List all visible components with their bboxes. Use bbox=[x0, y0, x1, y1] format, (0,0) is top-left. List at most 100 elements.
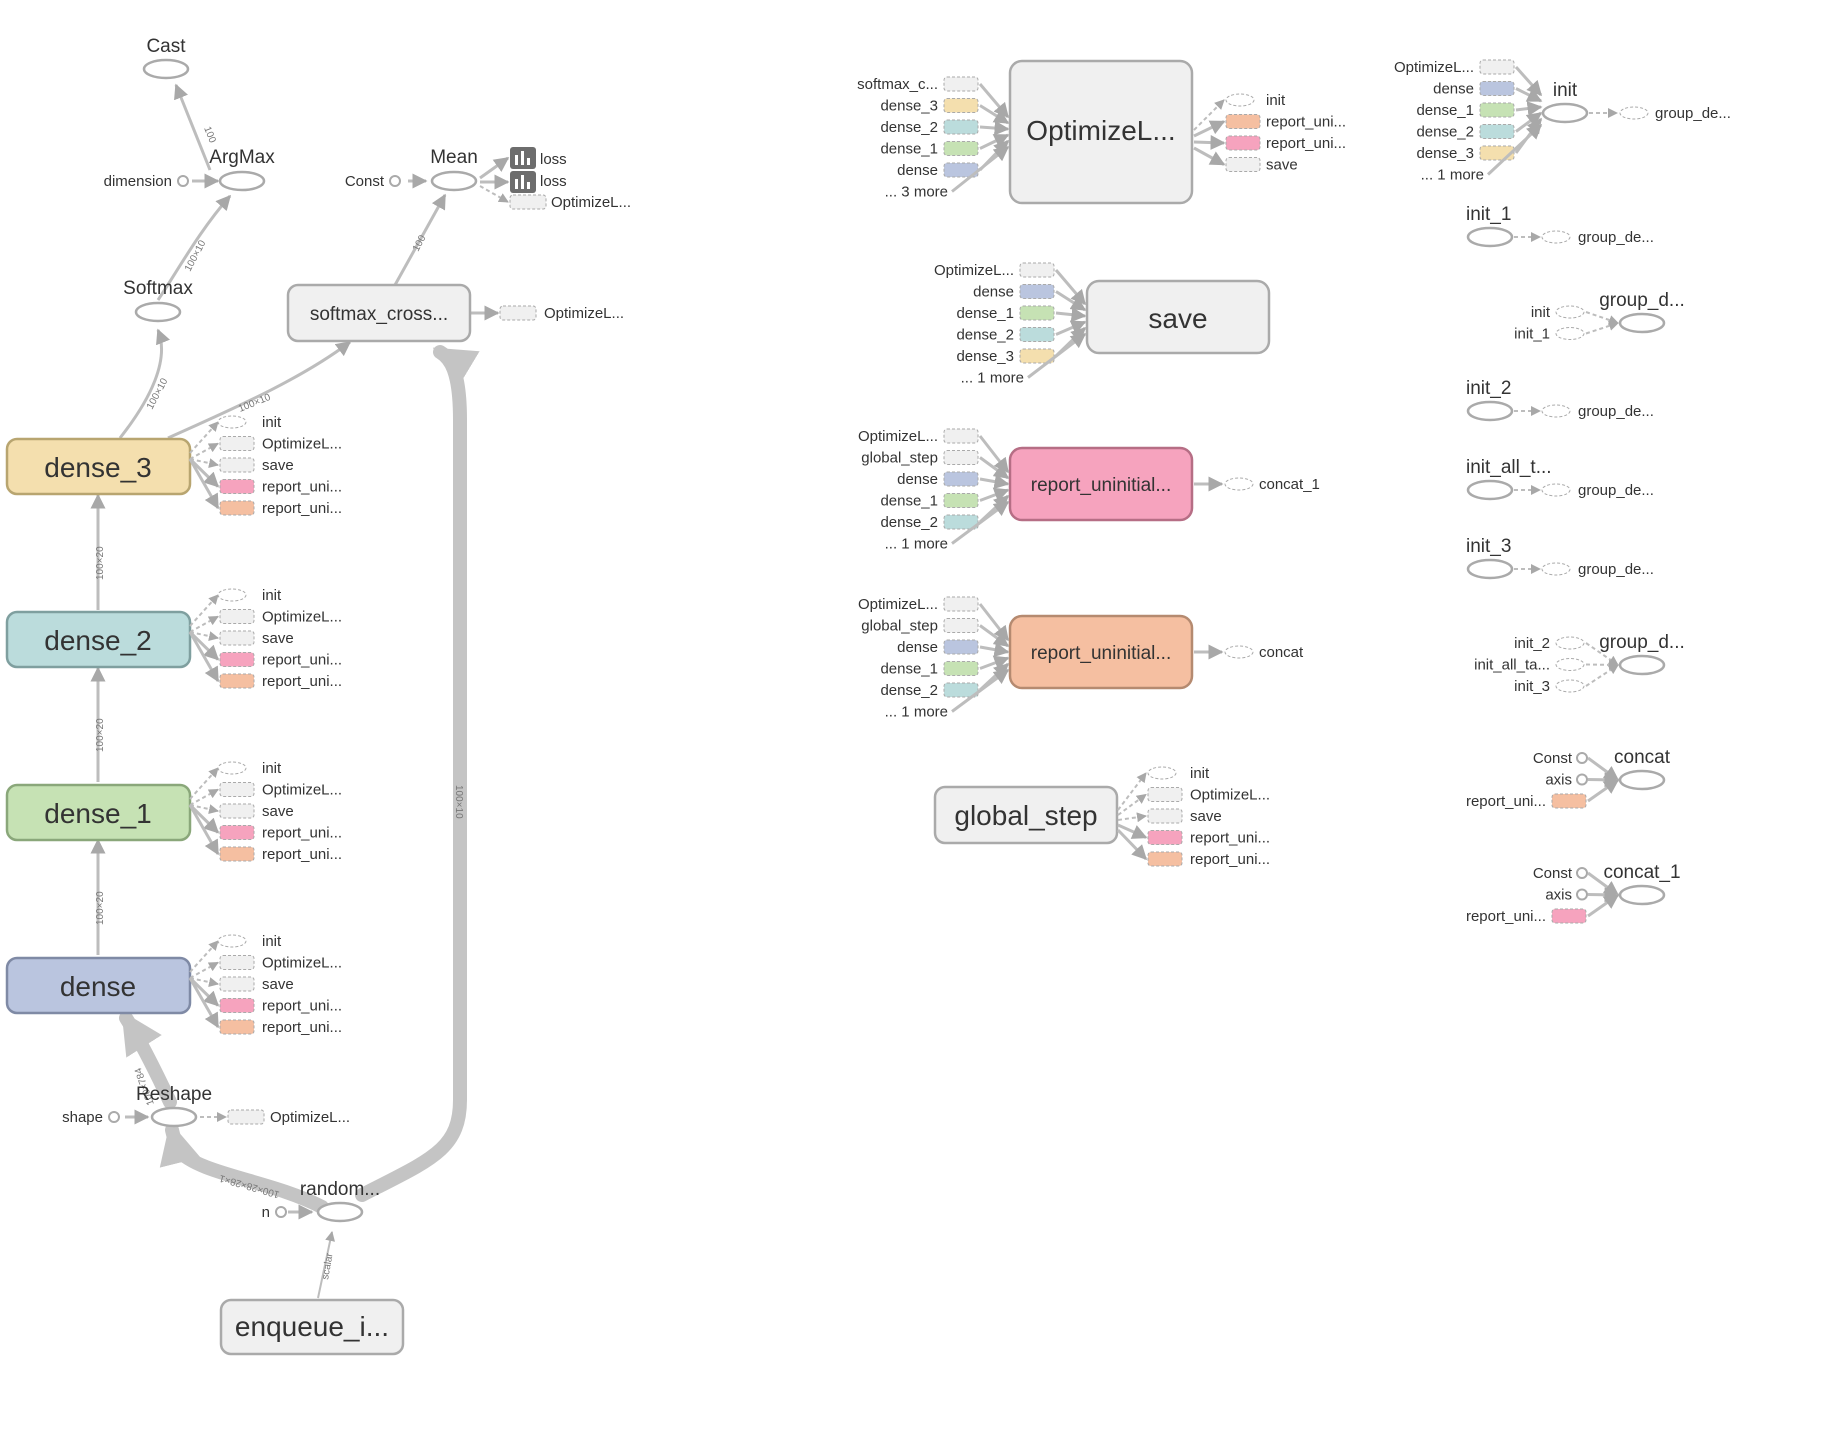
report-pink-input-ref-3[interactable] bbox=[943, 493, 979, 508]
softmax-node[interactable] bbox=[134, 301, 182, 323]
init-group-ref[interactable] bbox=[1619, 106, 1649, 120]
loss-summary-a[interactable]: loss bbox=[510, 147, 567, 169]
dense-2-side-ref-1[interactable] bbox=[219, 609, 255, 624]
cast-node[interactable] bbox=[142, 58, 190, 80]
concat-ref[interactable] bbox=[1224, 645, 1254, 659]
dense-1-side-ref-3[interactable] bbox=[219, 825, 255, 840]
global-step-output-ref-3[interactable] bbox=[1147, 830, 1183, 845]
init-all-group-ref[interactable] bbox=[1541, 483, 1571, 497]
report-orange-input-ref-0[interactable] bbox=[943, 596, 979, 612]
init-2-node[interactable] bbox=[1466, 400, 1514, 422]
dense-2-side-ref-3[interactable] bbox=[219, 652, 255, 667]
softmax-cross-node[interactable] bbox=[286, 283, 472, 343]
optimize-node[interactable] bbox=[1008, 59, 1194, 205]
group-d1-input-ref-0[interactable] bbox=[1555, 305, 1585, 319]
report-orange-input-ref-3[interactable] bbox=[943, 661, 979, 676]
report-orange-input-ref-4[interactable] bbox=[943, 682, 979, 698]
dense-2-init-ref[interactable] bbox=[217, 588, 247, 602]
report-orange-input-ref-1[interactable] bbox=[943, 618, 979, 633]
concat-input-ref-2[interactable] bbox=[1551, 793, 1587, 809]
concat-1-input-ref-1[interactable] bbox=[1576, 888, 1588, 901]
mean-const-node[interactable] bbox=[389, 175, 401, 187]
reshape-node[interactable] bbox=[150, 1106, 198, 1128]
dense-side-ref-4[interactable] bbox=[219, 1019, 255, 1035]
report-pink-node[interactable] bbox=[1008, 446, 1194, 522]
optimize-input-ref-1[interactable] bbox=[943, 98, 979, 113]
save-node[interactable] bbox=[1085, 279, 1271, 355]
save-input-ref-3[interactable] bbox=[1019, 327, 1055, 342]
argmax-node[interactable] bbox=[218, 170, 266, 192]
optimize-output-ref-0[interactable] bbox=[1225, 93, 1255, 107]
init-node[interactable] bbox=[1541, 102, 1589, 124]
init-input-ref-2[interactable] bbox=[1479, 102, 1515, 118]
dense-init-ref[interactable] bbox=[217, 934, 247, 948]
optimize-output-ref-2[interactable] bbox=[1225, 135, 1261, 151]
group-d2-input-ref-2[interactable] bbox=[1555, 679, 1585, 693]
concat-1-input-ref-2[interactable] bbox=[1551, 908, 1587, 924]
report-pink-input-ref-0[interactable] bbox=[943, 428, 979, 444]
group-d2-input-ref-1[interactable] bbox=[1555, 658, 1585, 671]
init-3-group-ref[interactable] bbox=[1541, 562, 1571, 576]
dense-2-side-ref-4[interactable] bbox=[219, 673, 255, 689]
dense-3-node[interactable] bbox=[5, 437, 192, 496]
optimize-output-ref-3[interactable] bbox=[1225, 157, 1261, 172]
optimize-input-ref-2[interactable] bbox=[943, 119, 979, 135]
init-1-node[interactable] bbox=[1466, 226, 1514, 248]
group-d1-input-ref-1[interactable] bbox=[1555, 327, 1585, 340]
group-d2-input-ref-0[interactable] bbox=[1555, 636, 1585, 650]
mean-node[interactable] bbox=[430, 170, 478, 192]
report-pink-input-ref-4[interactable] bbox=[943, 514, 979, 530]
group-d2-node[interactable] bbox=[1618, 654, 1666, 676]
global-step-output-ref-0[interactable] bbox=[1147, 766, 1177, 780]
reshape-opt-ref[interactable] bbox=[227, 1109, 265, 1125]
loss-summary-b[interactable]: loss bbox=[510, 171, 567, 193]
init-input-ref-1[interactable] bbox=[1479, 81, 1515, 96]
dense-2-node[interactable] bbox=[5, 610, 192, 669]
dense-side-ref-2[interactable] bbox=[219, 976, 255, 992]
dimension-const-node[interactable] bbox=[177, 175, 189, 187]
save-input-ref-0[interactable] bbox=[1019, 262, 1055, 278]
dense-1-side-ref-2[interactable] bbox=[219, 803, 255, 819]
dense-1-side-ref-1[interactable] bbox=[219, 782, 255, 797]
report-pink-input-ref-1[interactable] bbox=[943, 450, 979, 465]
init-3-node[interactable] bbox=[1466, 558, 1514, 580]
enqueue-node[interactable] bbox=[219, 1298, 405, 1356]
optimize-input-ref-0[interactable] bbox=[943, 76, 979, 92]
global-step-output-ref-1[interactable] bbox=[1147, 787, 1183, 802]
concat-1-node[interactable] bbox=[1618, 884, 1666, 906]
dense-node[interactable] bbox=[5, 956, 192, 1015]
save-input-ref-2[interactable] bbox=[1019, 305, 1055, 321]
concat-1-input-ref-0[interactable] bbox=[1576, 867, 1588, 879]
save-input-ref-1[interactable] bbox=[1019, 284, 1055, 299]
global-step-output-ref-4[interactable] bbox=[1147, 851, 1183, 867]
init-1-group-ref[interactable] bbox=[1541, 230, 1571, 244]
optimize-output-ref-1[interactable] bbox=[1225, 114, 1261, 129]
concat-node[interactable] bbox=[1618, 769, 1666, 791]
cross-opt-ref[interactable] bbox=[499, 305, 537, 321]
group-d1-node[interactable] bbox=[1618, 312, 1666, 334]
dense-3-side-ref-4[interactable] bbox=[219, 500, 255, 516]
dense-side-ref-1[interactable] bbox=[219, 955, 255, 970]
init-input-ref-3[interactable] bbox=[1479, 124, 1515, 139]
dense-side-ref-3[interactable] bbox=[219, 998, 255, 1013]
concat-input-ref-0[interactable] bbox=[1576, 752, 1588, 764]
dense-3-side-ref-1[interactable] bbox=[219, 436, 255, 451]
report-orange-input-ref-2[interactable] bbox=[943, 639, 979, 655]
random-node[interactable] bbox=[316, 1201, 364, 1223]
report-pink-input-ref-2[interactable] bbox=[943, 471, 979, 487]
shape-const-node[interactable] bbox=[108, 1111, 120, 1123]
dense-1-node[interactable] bbox=[5, 783, 192, 842]
init-all-node[interactable] bbox=[1466, 479, 1514, 501]
dense-1-init-ref[interactable] bbox=[217, 761, 247, 775]
dense-2-side-ref-2[interactable] bbox=[219, 630, 255, 646]
concat-1-ref[interactable] bbox=[1224, 477, 1254, 491]
optimize-input-ref-3[interactable] bbox=[943, 141, 979, 156]
n-const-node[interactable] bbox=[275, 1206, 287, 1218]
dense-1-side-ref-4[interactable] bbox=[219, 846, 255, 862]
init-input-ref-0[interactable] bbox=[1479, 59, 1515, 75]
dense-3-side-ref-3[interactable] bbox=[219, 479, 255, 494]
concat-input-ref-1[interactable] bbox=[1576, 773, 1588, 786]
mean-opt-ref[interactable] bbox=[509, 194, 547, 210]
global-step-node[interactable] bbox=[933, 785, 1119, 845]
